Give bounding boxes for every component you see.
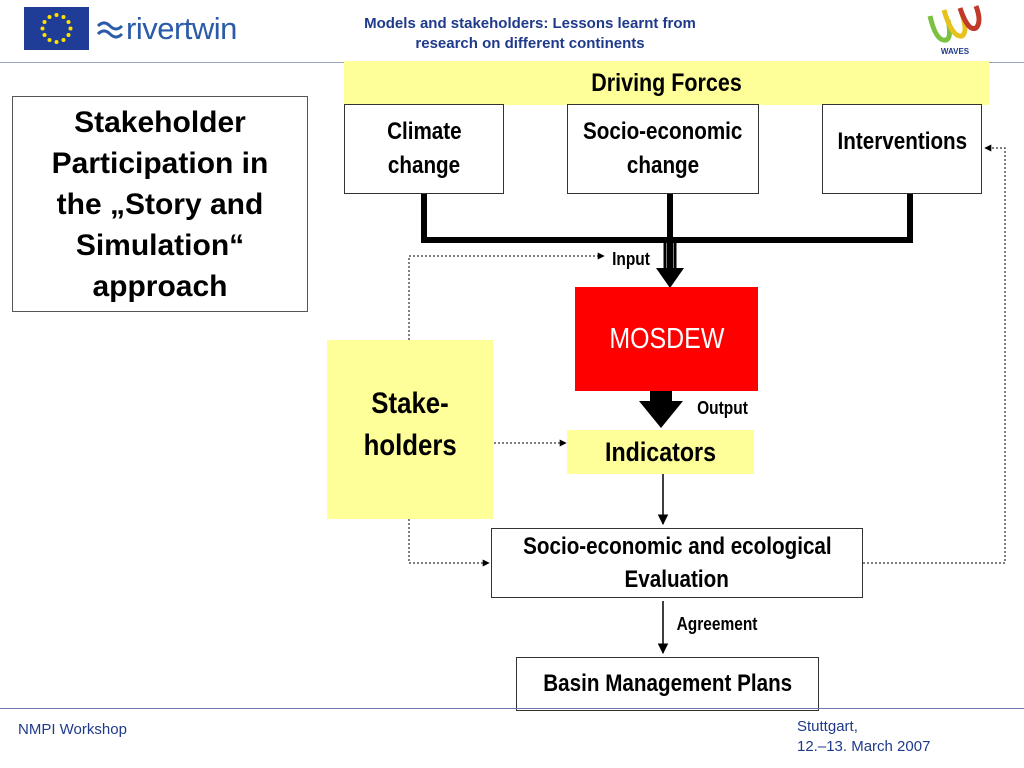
evaluation-box: Socio-economic and ecological Evaluation: [491, 528, 863, 598]
footer-event: NMPI Workshop: [18, 721, 127, 738]
slide-header-title: Models and stakeholders: Lessons learnt …: [320, 14, 740, 54]
driving-forces-label: Driving Forces: [591, 68, 742, 97]
input-label: Input: [612, 249, 650, 269]
side-title-line4: Simulation“: [75, 228, 245, 262]
rivertwin-wordmark: rivertwin: [126, 11, 237, 46]
footer-place-date: Stuttgart, 12.–13. March 2007: [797, 717, 930, 757]
eu-stars-icon: [40, 13, 73, 44]
indicators-box: Indicators: [567, 430, 754, 474]
stakeholders-line1: Stake-: [371, 386, 449, 420]
wave-lines-icon: [96, 21, 124, 39]
side-title-line3: the „Story and: [56, 187, 264, 221]
waves-logo: WAVES: [922, 2, 988, 58]
waves-logo-text: WAVES: [940, 47, 970, 56]
footer-date: 12.–13. March 2007: [797, 738, 931, 755]
climate-line2: change: [387, 152, 461, 179]
stakeholders-line2: holders: [363, 428, 457, 462]
output-label-wrap: Output: [693, 398, 752, 419]
header-title-line2: research on different continents: [415, 35, 645, 52]
side-title-line1: Stakeholder: [74, 105, 246, 139]
agreement-label: Agreement: [676, 614, 758, 634]
driving-forces-band: Driving Forces: [344, 61, 989, 105]
footer-place: Stuttgart,: [797, 718, 858, 735]
socio-line2: change: [626, 152, 700, 179]
side-title-box: Stakeholder Participation in the „Story …: [12, 96, 308, 312]
basin-management-plans-box: Basin Management Plans: [516, 657, 819, 711]
socio-economic-change-box: Socio-economic change: [567, 104, 759, 194]
indicators-label: Indicators: [605, 436, 716, 467]
side-title-line2: Participation in: [51, 146, 269, 180]
input-label-wrap: Input: [609, 249, 653, 270]
climate-change-box: Climate change: [344, 104, 504, 194]
interventions-label: Interventions: [837, 128, 967, 155]
evaluation-line2: Evaluation: [624, 566, 730, 593]
mosdew-model-box: MOSDEW: [575, 287, 758, 391]
stakeholders-box: Stake- holders: [327, 340, 493, 519]
output-label: Output: [697, 398, 748, 418]
interventions-box: Interventions: [822, 104, 982, 194]
agreement-label-wrap: Agreement: [670, 614, 764, 635]
evaluation-line1: Socio-economic and ecological: [522, 533, 832, 560]
mosdew-label: MOSDEW: [609, 323, 724, 355]
socio-line1: Socio-economic: [583, 118, 743, 145]
input-arrow: [656, 240, 684, 288]
driving-forces-connector: [421, 194, 913, 270]
waves-swirl-icon: [927, 5, 982, 43]
stakeholder-feedback-lines: [408, 144, 1006, 567]
header-title-line1: Models and stakeholders: Lessons learnt …: [364, 15, 696, 32]
footer-rule: [0, 708, 1024, 709]
climate-line1: Climate: [386, 118, 462, 145]
side-title-line5: approach: [92, 269, 228, 303]
basin-management-plans-label: Basin Management Plans: [543, 670, 792, 697]
eu-flag-logo: [24, 7, 89, 50]
rivertwin-logo: rivertwin: [96, 9, 237, 49]
